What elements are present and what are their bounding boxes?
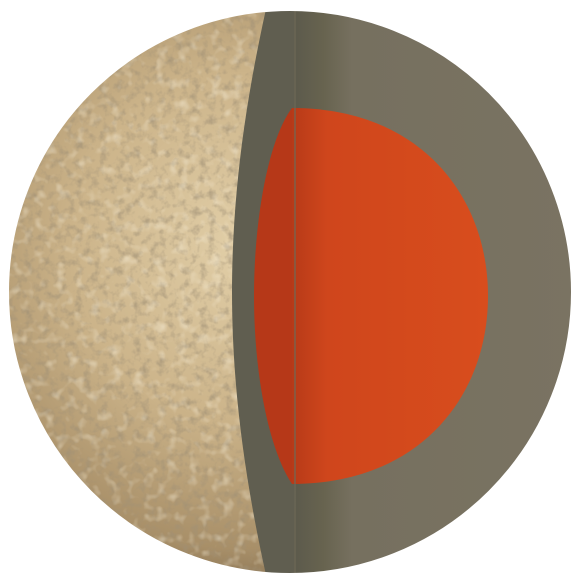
sphere-group xyxy=(0,0,580,584)
planet-cutaway-diagram xyxy=(0,0,580,584)
planet-svg xyxy=(0,0,580,584)
